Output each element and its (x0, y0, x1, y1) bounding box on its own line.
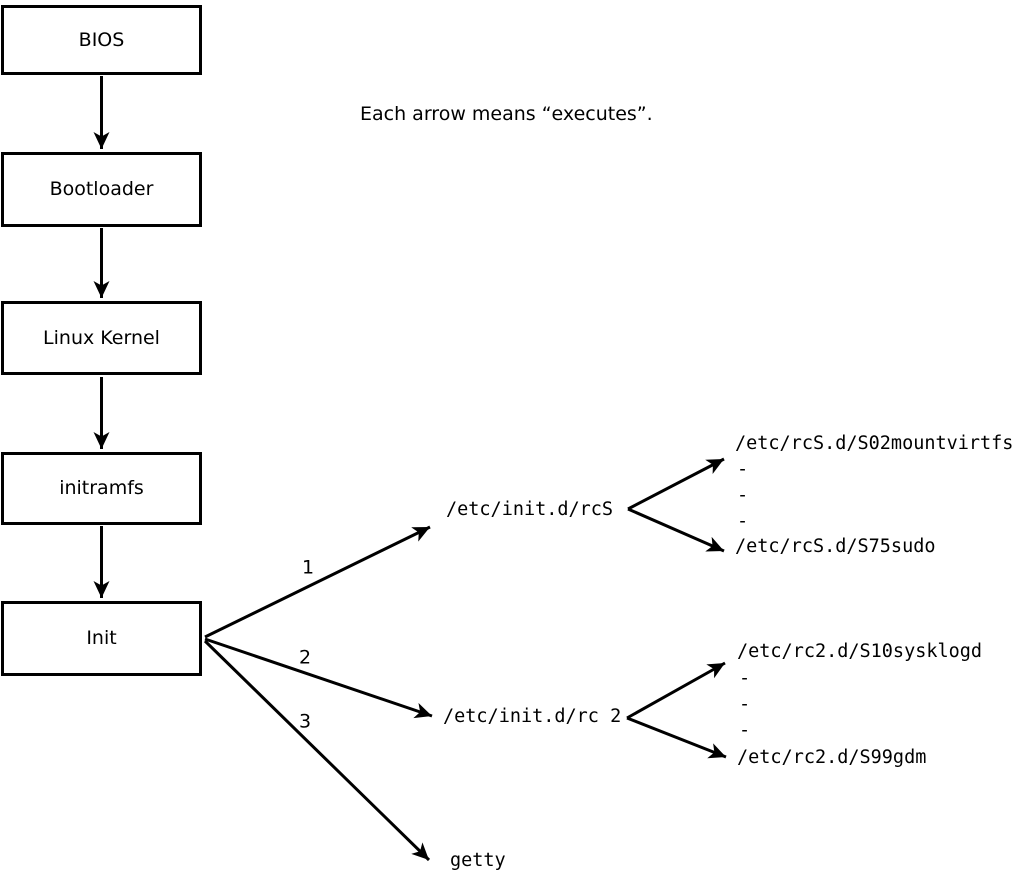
box-bios: BIOS (1, 5, 202, 75)
edge-label-1: 1 (301, 556, 315, 579)
rc2-script-last: /etc/rc2.d/S99gdm (737, 746, 927, 768)
box-bios-label: BIOS (78, 28, 125, 51)
box-linux-kernel: Linux Kernel (1, 301, 202, 375)
box-initramfs-label: initramfs (59, 477, 144, 499)
rcs-script-last: /etc/rcS.d/S75sudo (735, 535, 936, 557)
edge-label-2: 2 (298, 646, 312, 669)
legend-note: Each arrow means “executes”. (360, 103, 653, 125)
box-bootloader-label: Bootloader (49, 178, 154, 200)
box-init: Init (1, 601, 202, 676)
edge-rcs-to-first-script (627, 457, 725, 511)
rc2-ellipsis-dash: - (739, 693, 751, 715)
edge-init-to-rcs (204, 525, 431, 639)
box-init-label: Init (86, 627, 117, 649)
box-bootloader: Bootloader (1, 152, 202, 227)
edge-init-to-rc2 (204, 637, 433, 719)
target-rc2-label: /etc/init.d/rc 2 (443, 705, 622, 727)
rcs-script-first: /etc/rcS.d/S02mountvirtfs (735, 432, 1014, 454)
rcs-ellipsis-dash: - (737, 458, 749, 480)
edge-rcs-to-last-script (627, 507, 725, 553)
target-rcs-label: /etc/init.d/rcS (446, 498, 614, 520)
rcs-ellipsis-dash: - (737, 510, 749, 532)
rc2-ellipsis-dash: - (739, 667, 751, 689)
edge-rc2-to-last-script (626, 716, 727, 759)
rcs-ellipsis-dash: - (737, 484, 749, 506)
rc2-script-first: /etc/rc2.d/S10sysklogd (737, 640, 983, 662)
box-linux-kernel-label: Linux Kernel (43, 326, 160, 349)
edge-init-to-getty (203, 639, 431, 862)
rc2-ellipsis-dash: - (739, 719, 751, 741)
edge-rc2-to-first-script (626, 661, 726, 720)
target-getty-label: getty (450, 849, 506, 871)
box-initramfs: initramfs (1, 452, 202, 525)
edge-label-3: 3 (298, 710, 312, 733)
